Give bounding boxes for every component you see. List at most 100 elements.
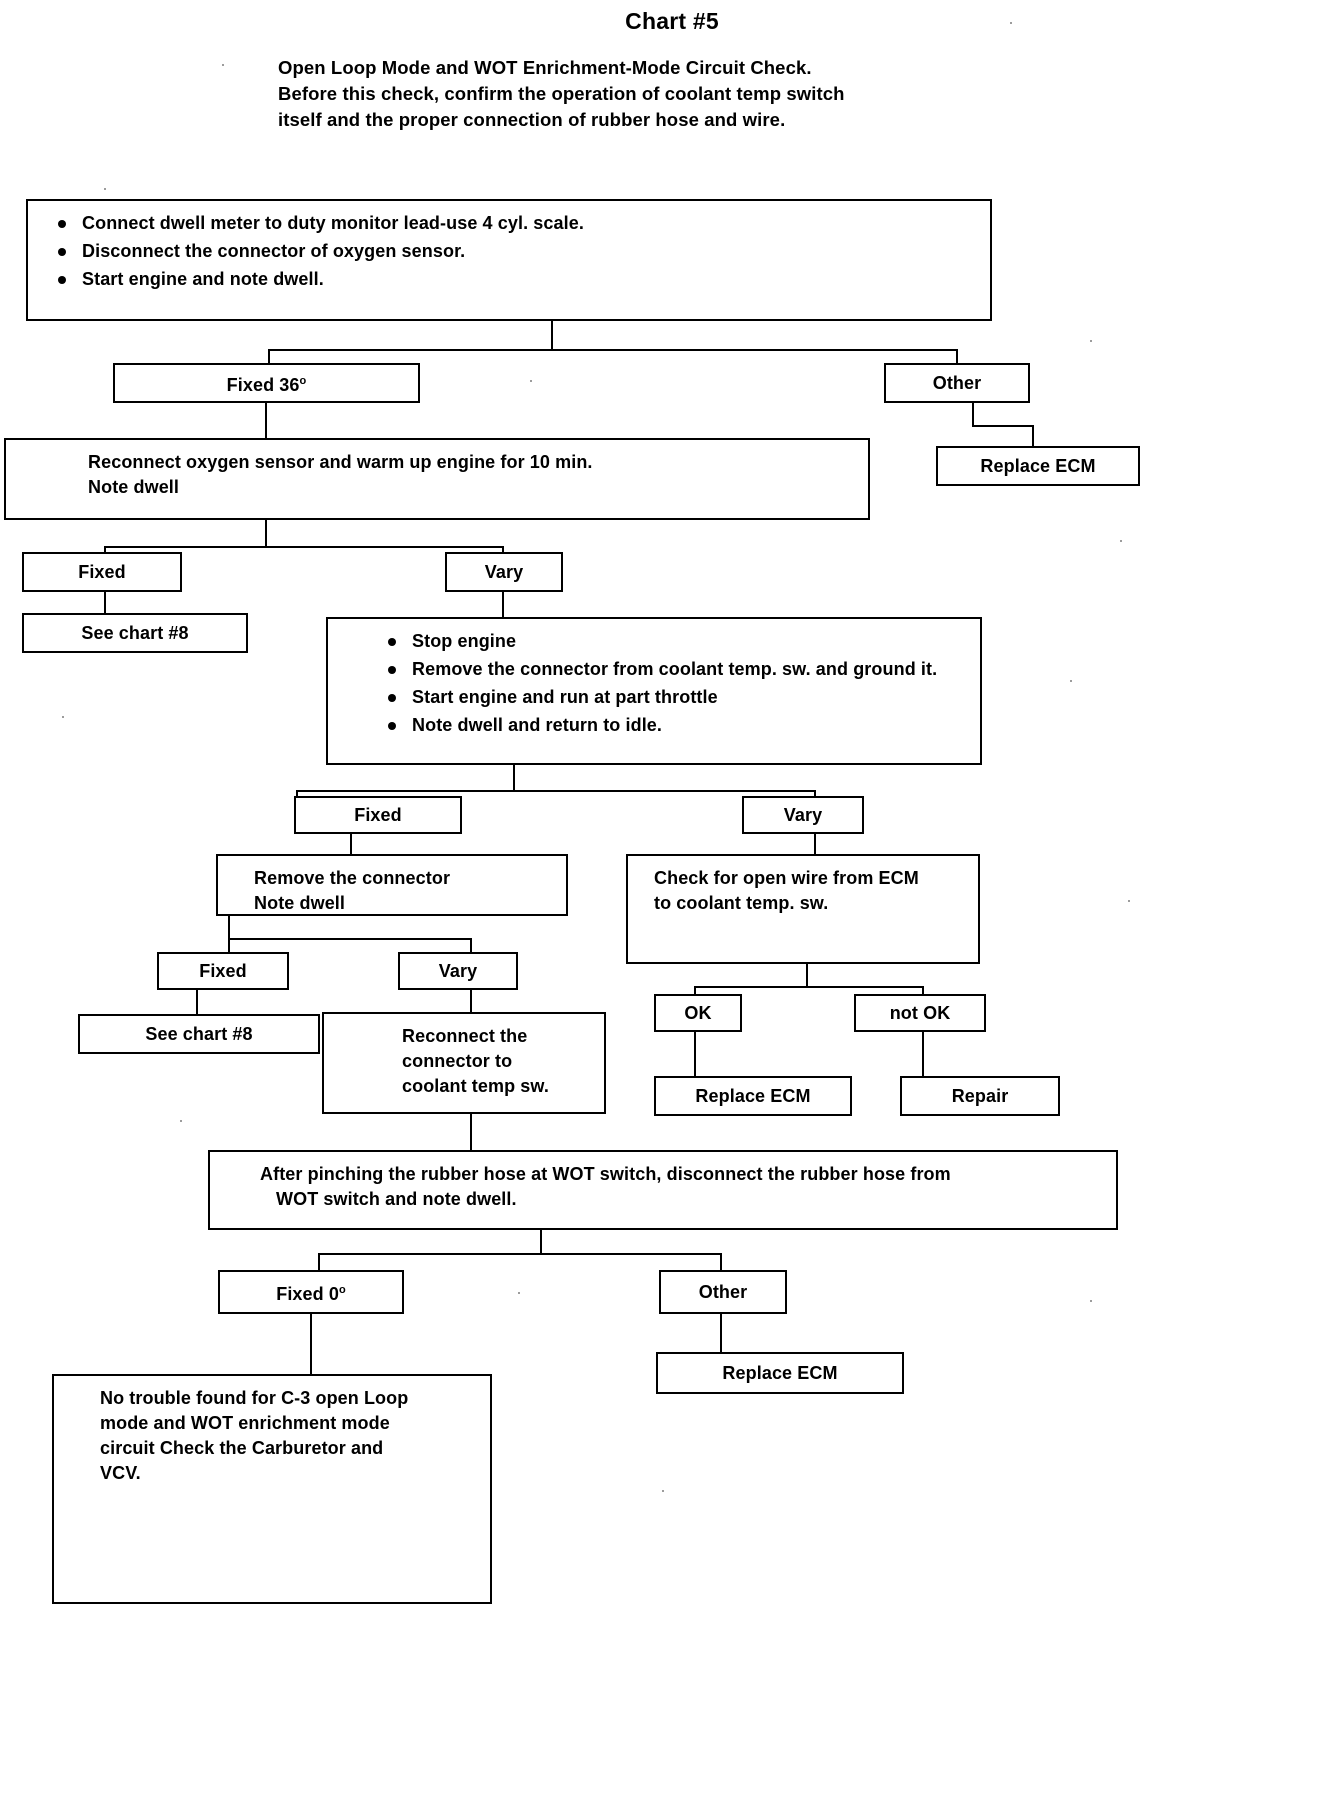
node-label: Vary — [484, 561, 524, 582]
scan-speckle — [1128, 900, 1130, 902]
node-label: Other — [698, 1281, 748, 1302]
node-line-3: circuit Check the Carburetor and — [100, 1438, 384, 1458]
node-reconnect-oxygen-sensor[interactable]: Reconnect oxygen sensor and warm up engi… — [4, 438, 870, 520]
connector-vertical — [720, 1314, 722, 1352]
node-label: Replace ECM — [980, 455, 1096, 476]
node-fixed-b[interactable]: Fixed — [294, 796, 462, 834]
connector-horizontal — [296, 790, 816, 792]
list-item: Connect dwell meter to duty monitor lead… — [50, 211, 976, 236]
intro-text: Open Loop Mode and WOT Enrichment-Mode C… — [278, 55, 1098, 133]
scan-speckle — [1090, 340, 1092, 342]
node-no-trouble-found[interactable]: No trouble found for C-3 open Loop mode … — [52, 1374, 492, 1604]
node-vary-b[interactable]: Vary — [742, 796, 864, 834]
connector-vertical — [470, 990, 472, 1012]
intro-line-2: Before this check, confirm the operation… — [278, 83, 845, 104]
node-label: Fixed 36o — [226, 374, 307, 395]
node-label: Other — [932, 372, 982, 393]
connector-vertical — [350, 834, 352, 854]
scan-speckle — [62, 716, 64, 718]
connector-vertical — [265, 403, 267, 438]
list-item: Disconnect the connector of oxygen senso… — [50, 239, 976, 264]
start-bullet-list: Connect dwell meter to duty monitor lead… — [50, 211, 976, 292]
node-check-open-wire[interactable]: Check for open wire from ECM to coolant … — [626, 854, 980, 964]
connector-vertical — [502, 546, 504, 552]
node-see-chart-8-b[interactable]: See chart #8 — [78, 1014, 320, 1054]
node-replace-ecm-1[interactable]: Replace ECM — [936, 446, 1140, 486]
node-other-2[interactable]: Other — [659, 1270, 787, 1314]
scan-speckle — [518, 1292, 520, 1294]
node-line-1: Reconnect oxygen sensor and warm up engi… — [88, 452, 593, 472]
node-steps-2[interactable]: Stop engine Remove the connector from co… — [326, 617, 982, 765]
connector-horizontal — [228, 938, 472, 940]
node-see-chart-8-a[interactable]: See chart #8 — [22, 613, 248, 653]
scan-speckle — [222, 64, 224, 66]
connector-vertical — [922, 1032, 924, 1076]
node-reconnect-connector[interactable]: Reconnect the connector to coolant temp … — [322, 1012, 606, 1114]
list-item: Start engine and run at part throttle — [380, 685, 966, 710]
node-line-2: Note dwell — [88, 477, 180, 497]
node-fixed-36[interactable]: Fixed 36o — [113, 363, 420, 403]
node-label: Fixed — [354, 804, 402, 825]
node-label: Vary — [783, 804, 823, 825]
connector-vertical — [502, 592, 504, 617]
node-line-3: coolant temp sw. — [402, 1076, 549, 1096]
scan-speckle — [1070, 680, 1072, 682]
list-item: Stop engine — [380, 629, 966, 654]
node-repair[interactable]: Repair — [900, 1076, 1060, 1116]
node-line-2: connector to — [402, 1051, 513, 1071]
node-label: not OK — [889, 1002, 951, 1023]
connector-vertical — [196, 990, 198, 1014]
node-label: OK — [684, 1002, 712, 1023]
connector-vertical — [228, 916, 230, 940]
degree-symbol: o — [299, 374, 307, 387]
connector-horizontal — [268, 349, 958, 351]
node-label: Repair — [951, 1085, 1009, 1106]
connector-vertical — [296, 790, 298, 796]
scan-speckle — [104, 188, 106, 190]
node-start[interactable]: Connect dwell meter to duty monitor lead… — [26, 199, 992, 321]
connector-vertical — [104, 546, 106, 552]
node-line-1: After pinching the rubber hose at WOT sw… — [260, 1164, 951, 1184]
connector-vertical — [228, 938, 230, 952]
node-other-1[interactable]: Other — [884, 363, 1030, 403]
connector-horizontal — [694, 986, 924, 988]
node-replace-ecm-3[interactable]: Replace ECM — [656, 1352, 904, 1394]
node-line-2: mode and WOT enrichment mode — [100, 1413, 390, 1433]
page-title: Chart #5 — [625, 8, 719, 34]
node-fixed-a[interactable]: Fixed — [22, 552, 182, 592]
list-item: Start engine and note dwell. — [50, 267, 976, 292]
connector-vertical — [551, 321, 553, 350]
connector-vertical — [694, 986, 696, 994]
connector-vertical — [814, 790, 816, 796]
connector-vertical — [268, 349, 270, 363]
scan-speckle — [662, 1490, 664, 1492]
steps2-bullet-list: Stop engine Remove the connector from co… — [350, 629, 966, 738]
scan-speckle — [1010, 22, 1012, 24]
scan-speckle — [1090, 1300, 1092, 1302]
connector-vertical — [513, 765, 515, 791]
node-fixed-c[interactable]: Fixed — [157, 952, 289, 990]
connector-vertical — [310, 1314, 312, 1374]
node-replace-ecm-2[interactable]: Replace ECM — [654, 1076, 852, 1116]
connector-vertical — [694, 1032, 696, 1076]
node-fixed-0[interactable]: Fixed 0o — [218, 1270, 404, 1314]
degree-symbol: o — [338, 1283, 346, 1296]
connector-vertical — [814, 834, 816, 854]
node-vary-c[interactable]: Vary — [398, 952, 518, 990]
scan-speckle — [180, 1120, 182, 1122]
node-ok[interactable]: OK — [654, 994, 742, 1032]
node-remove-connector[interactable]: Remove the connector Note dwell — [216, 854, 568, 916]
intro-line-3: itself and the proper connection of rubb… — [278, 109, 786, 130]
node-label: See chart #8 — [145, 1023, 253, 1044]
scan-speckle — [1120, 540, 1122, 542]
connector-vertical — [540, 1230, 542, 1255]
node-line-1: No trouble found for C-3 open Loop — [100, 1388, 409, 1408]
intro-line-1: Open Loop Mode and WOT Enrichment-Mode C… — [278, 57, 812, 78]
list-item: Note dwell and return to idle. — [380, 713, 966, 738]
connector-vertical — [318, 1253, 320, 1270]
node-pinch-hose[interactable]: After pinching the rubber hose at WOT sw… — [208, 1150, 1118, 1230]
node-not-ok[interactable]: not OK — [854, 994, 986, 1032]
scan-speckle — [530, 380, 532, 382]
node-vary-a[interactable]: Vary — [445, 552, 563, 592]
